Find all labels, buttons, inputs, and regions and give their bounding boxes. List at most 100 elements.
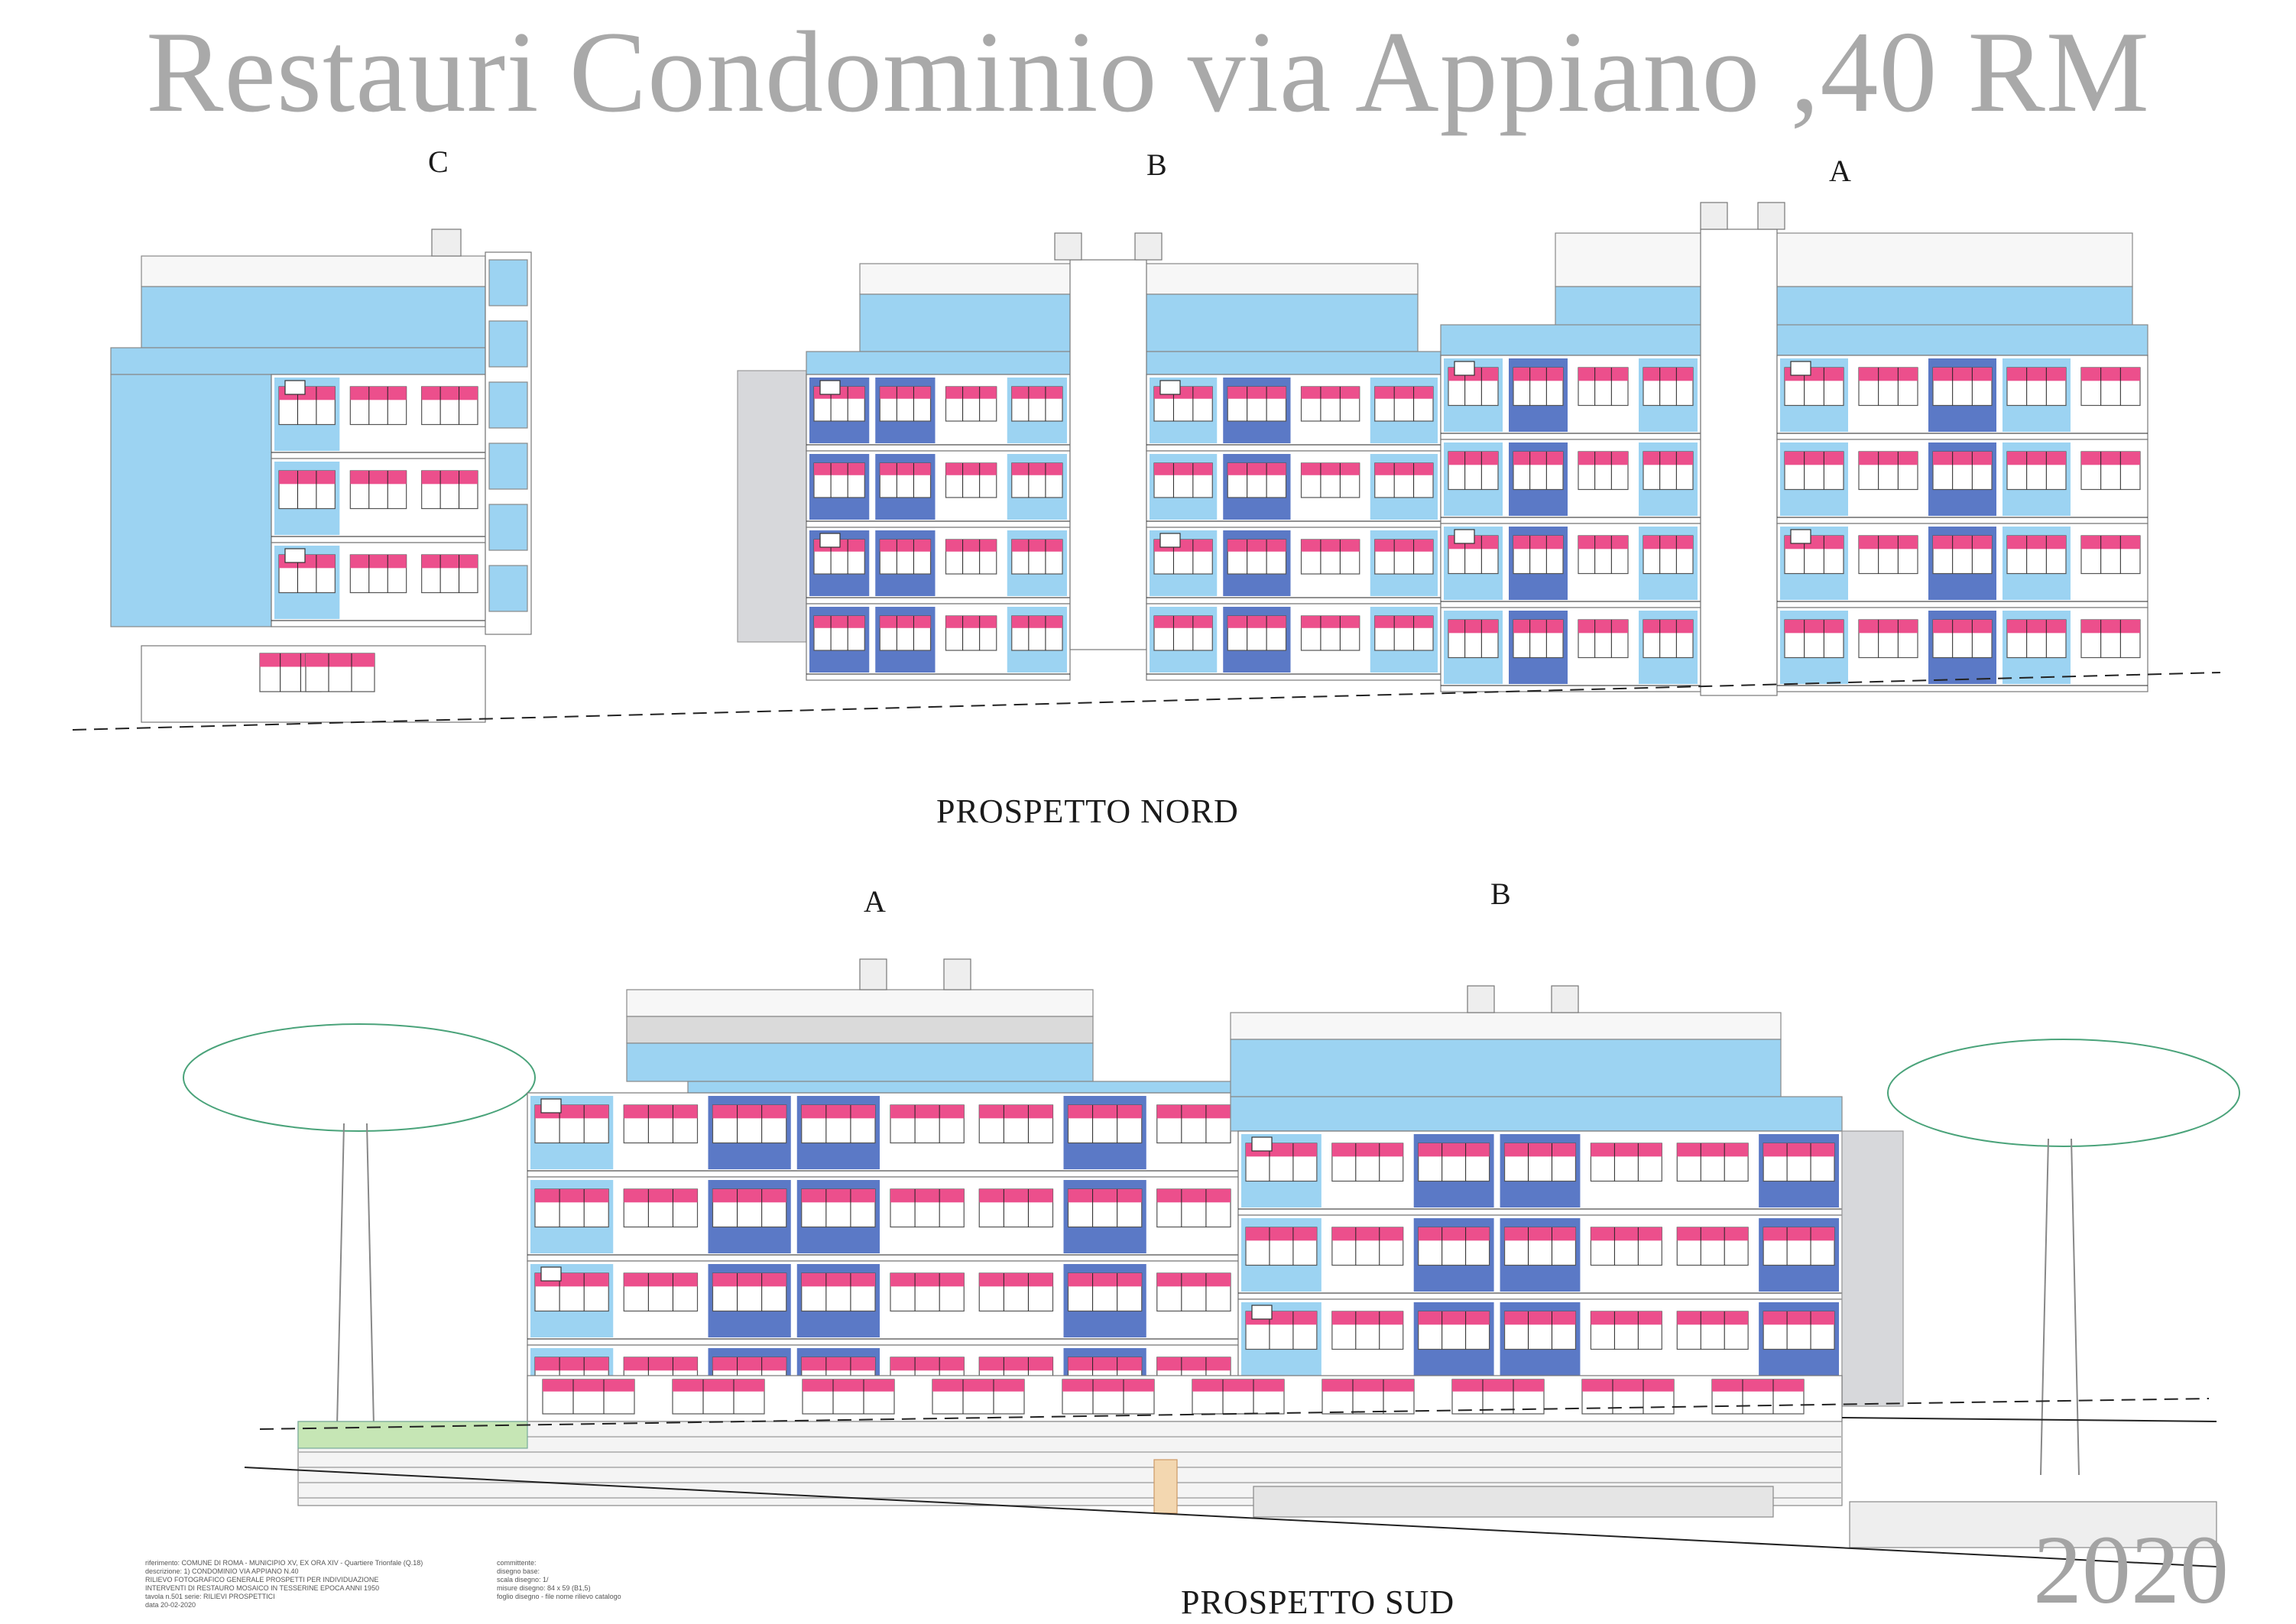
window-pink-band <box>1578 536 1628 549</box>
tree-crown <box>1887 1039 2240 1147</box>
title-block-right: committente: disegno base: scala disegno… <box>497 1559 634 1601</box>
window-pink-band <box>945 540 997 552</box>
window-pink-band <box>712 1273 786 1287</box>
building-label-b-north: B <box>1146 147 1167 182</box>
window-pink-band <box>2007 536 2066 549</box>
chimney <box>1551 985 1579 1013</box>
roof-parapet <box>1555 232 2133 287</box>
photo-tag <box>540 1266 562 1282</box>
terrace-band <box>110 347 486 375</box>
window-pink-band <box>945 463 997 475</box>
window-pink-band <box>1933 368 1992 381</box>
window-pink-band <box>801 1357 875 1371</box>
legend-line: RILIEVO FOTOGRAFICO GENERALE PROSPETTI P… <box>145 1576 379 1583</box>
window-pink-band <box>801 1189 875 1203</box>
window-pink-band <box>624 1357 698 1371</box>
stair-core <box>1700 229 1778 696</box>
legend-line: committente: <box>497 1559 537 1567</box>
window-pink-band <box>2007 368 2066 381</box>
top-floor-tile <box>1230 1039 1782 1097</box>
window-pink-band <box>1062 1379 1154 1392</box>
chimney <box>859 958 887 990</box>
legend-line: tavola n.501 serie: RILIEVI PROSPETTICI <box>145 1593 275 1600</box>
chimney <box>1134 232 1163 261</box>
roof-parapet <box>141 255 486 287</box>
ground-line <box>1841 1417 2217 1422</box>
window-pink-band <box>1322 1379 1414 1392</box>
window-pink-band <box>1504 1227 1576 1241</box>
window-pink-band <box>1578 620 1628 634</box>
photo-tag <box>284 380 306 395</box>
window-pink-band <box>350 471 407 485</box>
window-pink-band <box>1591 1227 1662 1241</box>
fence <box>1253 1486 1774 1518</box>
tree-crown <box>183 1023 536 1132</box>
window-pink-band <box>1227 540 1286 552</box>
window-pink-band <box>1677 1227 1749 1241</box>
tree <box>1887 1039 2240 1476</box>
window-pink-band <box>712 1189 786 1203</box>
ground-datum <box>259 1398 2210 1430</box>
stair-window <box>488 320 528 368</box>
window-pink-band <box>1859 452 1918 465</box>
window-pink-band <box>803 1379 894 1392</box>
steps <box>1849 1501 2217 1548</box>
window-pink-band <box>1418 1143 1490 1157</box>
legend-line: descrizione: 1) CONDOMINIO VIA APPIANO N… <box>145 1567 299 1575</box>
window-pink-band <box>1011 463 1062 475</box>
legend-line: disegno base: <box>497 1567 540 1575</box>
window-pink-band <box>673 1379 764 1392</box>
legend-line: foglio disegno - file nome rilievo catal… <box>497 1593 621 1600</box>
north-elevation <box>72 202 2221 731</box>
window-pink-band <box>1582 1379 1674 1392</box>
window-pink-band <box>890 1189 965 1203</box>
tree-trunk <box>2071 1138 2080 1476</box>
window-pink-band <box>1156 1189 1231 1203</box>
window-pink-band <box>279 471 336 485</box>
window-pink-band <box>880 387 931 399</box>
photo-tag <box>1790 529 1811 544</box>
window-pink-band <box>1227 463 1286 475</box>
window-pink-band <box>1374 616 1433 628</box>
window-pink-band <box>1785 620 1844 634</box>
window-pink-band <box>1301 463 1360 475</box>
ground-line <box>244 1467 2217 1567</box>
window-pink-band <box>1643 452 1693 465</box>
window-pink-band <box>1068 1273 1142 1287</box>
terrace-band <box>1230 1096 1843 1132</box>
window-pink-band <box>1448 620 1498 634</box>
window-pink-band <box>2081 620 2140 634</box>
window-pink-band <box>1677 1311 1749 1325</box>
tree-trunk <box>2040 1138 2049 1476</box>
window-pink-band <box>1591 1143 1662 1157</box>
legend-line: scala disegno: 1/ <box>497 1576 549 1583</box>
window-pink-band <box>979 1189 1053 1203</box>
window-pink-band <box>421 471 478 485</box>
building-label-c: C <box>428 144 449 179</box>
chimney <box>431 229 462 257</box>
window-pink-band <box>2007 452 2066 465</box>
roof-parapet <box>1230 1012 1782 1040</box>
window-pink-band <box>1504 1143 1576 1157</box>
window-pink-band <box>1933 620 1992 634</box>
stair-window <box>488 565 528 612</box>
window-pink-band <box>1192 1379 1284 1392</box>
north-elevation-caption: PROSPETTO NORD <box>936 793 1239 830</box>
window-pink-band <box>712 1105 786 1119</box>
window-pink-band <box>1156 1357 1231 1371</box>
window-pink-band <box>624 1273 698 1287</box>
window-pink-band <box>1785 452 1844 465</box>
window-pink-band <box>1301 540 1360 552</box>
window-pink-band <box>1156 1273 1231 1287</box>
window-pink-band <box>880 616 931 628</box>
photo-tag <box>1454 529 1475 544</box>
window-pink-band <box>1418 1311 1490 1325</box>
window-pink-band <box>1933 452 1992 465</box>
window-pink-band <box>421 387 478 400</box>
window-pink-band <box>350 387 407 400</box>
window-pink-band <box>1331 1311 1403 1325</box>
window-pink-band <box>1068 1357 1142 1371</box>
window-pink-band <box>890 1357 965 1371</box>
window-pink-band <box>814 616 865 628</box>
side-wall-grey <box>1841 1130 1904 1407</box>
